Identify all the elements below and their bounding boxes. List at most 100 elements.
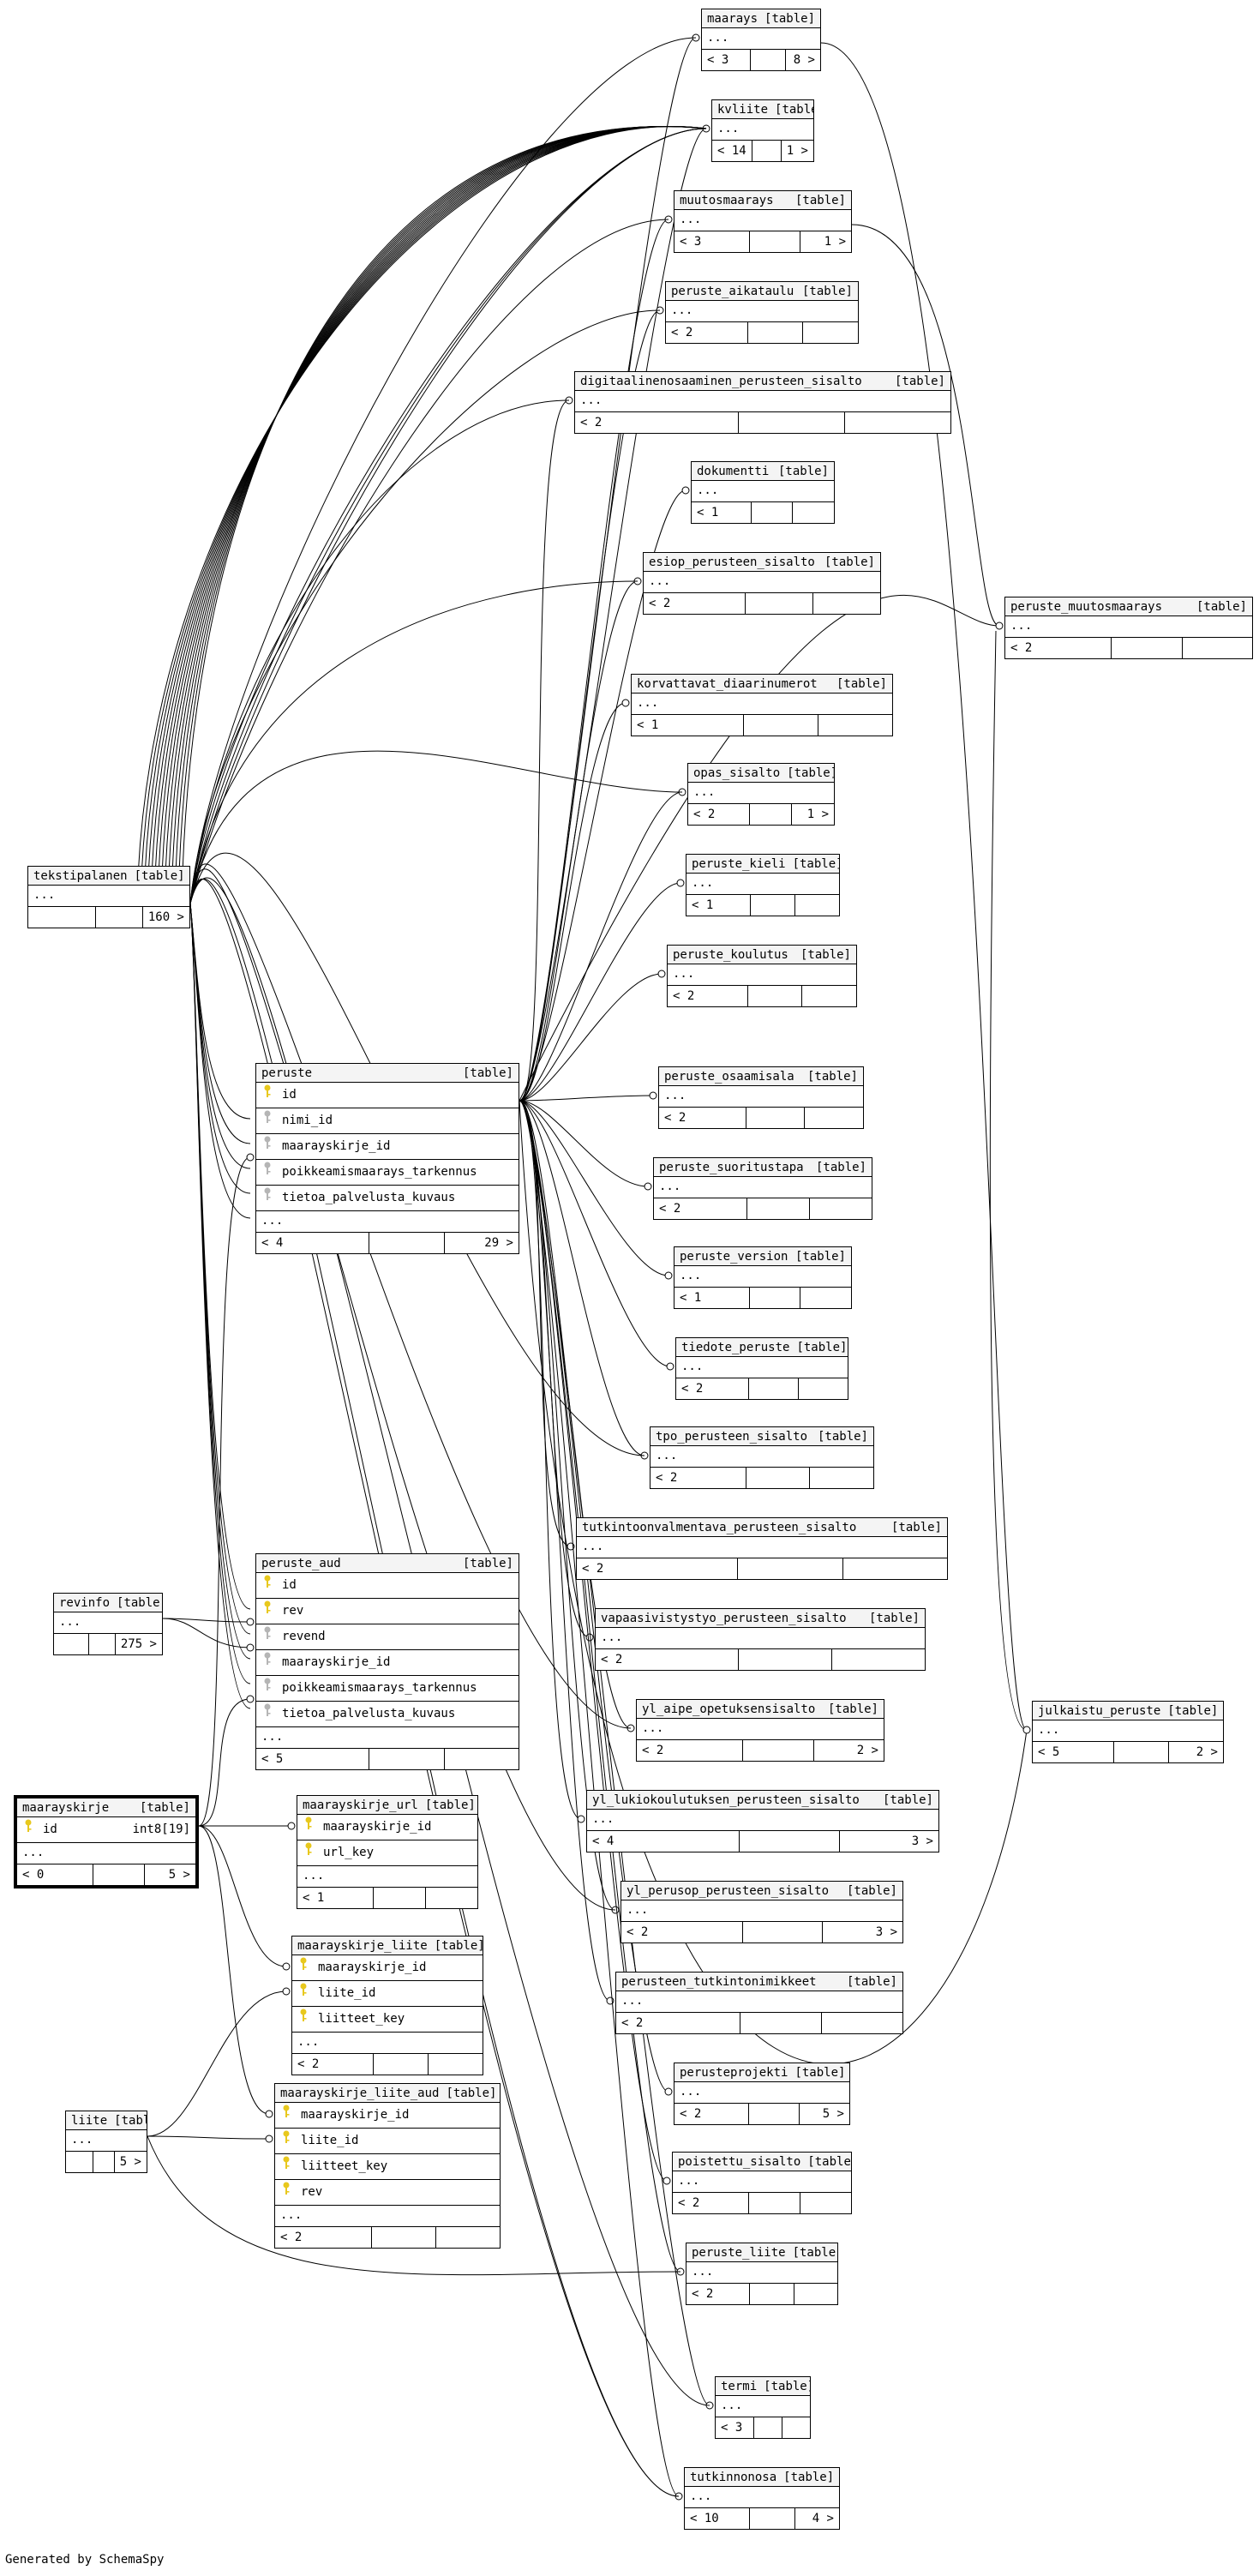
parents-count[interactable]: < 2: [275, 2227, 372, 2248]
table-peruste-kieli[interactable]: peruste_kieli[table]...< 1: [686, 854, 840, 916]
children-count[interactable]: 275 >: [120, 1637, 157, 1651]
children-count[interactable]: 5 >: [168, 1868, 190, 1882]
parents-count[interactable]: < 2: [688, 804, 750, 825]
column-row[interactable]: liitteet_key: [275, 2154, 500, 2180]
table-poistettu-sisalto[interactable]: poistettu_sisalto[table]...< 2: [672, 2152, 852, 2214]
children-count[interactable]: [794, 2284, 837, 2304]
table-peruste-version[interactable]: peruste_version[table]...< 1: [674, 1246, 852, 1309]
children-count[interactable]: [810, 1198, 872, 1219]
parents-count[interactable]: < 1: [686, 895, 752, 916]
parents-count[interactable]: [66, 2152, 93, 2172]
table-peruste-koulutus[interactable]: peruste_koulutus[table]...< 2: [667, 945, 857, 1007]
parents-count[interactable]: < 3: [702, 50, 752, 70]
table-peruste-aikataulu[interactable]: peruste_aikataulu[table]...< 2: [665, 281, 859, 344]
table-korvattavat[interactable]: korvattavat_diaarinumerot[table]...< 1: [631, 674, 893, 736]
table-tekstipalanen[interactable]: tekstipalanen[table]...160 >: [27, 866, 190, 928]
children-count[interactable]: [800, 2193, 851, 2213]
column-row[interactable]: tietoa_palvelusta_kuvaus: [256, 1186, 519, 1211]
column-row[interactable]: liitteet_key: [292, 2007, 483, 2033]
column-row[interactable]: id: [256, 1573, 519, 1599]
parents-count[interactable]: < 4: [587, 1831, 740, 1852]
parents-count[interactable]: < 2: [668, 986, 748, 1006]
column-row[interactable]: maarayskirje_id: [256, 1650, 519, 1676]
children-count[interactable]: [426, 1888, 477, 1908]
children-count[interactable]: [813, 593, 880, 614]
children-count[interactable]: [843, 1558, 947, 1579]
parents-count[interactable]: < 2: [621, 1922, 743, 1943]
children-count[interactable]: 5 >: [822, 2107, 844, 2121]
parents-count[interactable]: < 3: [674, 231, 750, 252]
children-count[interactable]: 29 >: [484, 1236, 513, 1250]
parents-count[interactable]: < 1: [297, 1888, 375, 1908]
children-count[interactable]: 2 >: [856, 1744, 878, 1757]
parents-count[interactable]: < 0: [17, 1864, 93, 1885]
children-count[interactable]: [429, 2054, 483, 2075]
parents-count[interactable]: < 2: [674, 2104, 749, 2124]
table-tpo[interactable]: tpo_perusteen_sisalto[table]...< 2: [650, 1426, 874, 1489]
children-count[interactable]: [445, 1749, 519, 1769]
table-maarayskirje-liite-aud[interactable]: maarayskirje_liite_aud[table]maarayskirj…: [274, 2083, 501, 2249]
column-row[interactable]: maarayskirje_id: [275, 2103, 500, 2129]
parents-count[interactable]: < 2: [666, 322, 748, 343]
children-count[interactable]: 1 >: [786, 144, 808, 158]
table-yl-perusop[interactable]: yl_perusop_perusteen_sisalto[table]...< …: [621, 1881, 903, 1943]
parents-count[interactable]: < 10: [685, 2508, 751, 2529]
parents-count[interactable]: < 1: [692, 502, 752, 523]
table-termi[interactable]: termi[table]...< 3: [715, 2376, 811, 2439]
column-row[interactable]: liite_id: [275, 2129, 500, 2154]
children-count[interactable]: 5 >: [119, 2155, 141, 2169]
children-count[interactable]: [436, 2227, 500, 2248]
table-dokumentti[interactable]: dokumentti[table]...< 1: [691, 461, 835, 524]
column-row[interactable]: url_key: [297, 1840, 477, 1866]
parents-count[interactable]: < 2: [1005, 638, 1112, 658]
children-count[interactable]: 2 >: [1196, 1745, 1218, 1759]
children-count[interactable]: 3 >: [875, 1925, 898, 1939]
children-count[interactable]: [822, 2013, 902, 2033]
table-yl-lukio[interactable]: yl_lukiokoulutuksen_perusteen_sisalto[ta…: [586, 1790, 939, 1852]
children-count[interactable]: 1 >: [806, 808, 830, 821]
parents-count[interactable]: < 2: [650, 1468, 746, 1488]
parents-count[interactable]: < 5: [256, 1749, 370, 1769]
table-vapaasivistystyo[interactable]: vapaasivistystyo_perusteen_sisalto[table…: [595, 1608, 926, 1671]
children-count[interactable]: [802, 986, 856, 1006]
parents-count[interactable]: < 2: [676, 1378, 749, 1399]
children-count[interactable]: [800, 1288, 851, 1308]
children-count[interactable]: [782, 2417, 810, 2438]
parents-count[interactable]: < 2: [596, 1649, 739, 1670]
table-peruste-liite[interactable]: peruste_liite[table]...< 2: [686, 2243, 838, 2305]
column-row[interactable]: maarayskirje_id: [297, 1815, 477, 1840]
table-kvliite[interactable]: kvliite[table]...< 141 >: [711, 99, 814, 162]
table-peruste-muutosmaarays[interactable]: peruste_muutosmaarays[table]...< 2: [1004, 597, 1253, 659]
children-count[interactable]: [818, 715, 892, 736]
children-count[interactable]: 3 >: [911, 1834, 933, 1848]
parents-count[interactable]: [54, 1634, 90, 1654]
column-row[interactable]: poikkeamismaarays_tarkennus: [256, 1160, 519, 1186]
children-count[interactable]: [845, 412, 950, 433]
parents-count[interactable]: < 2: [686, 2284, 751, 2304]
table-tiedote-peruste[interactable]: tiedote_peruste[table]...< 2: [675, 1337, 848, 1400]
column-row[interactable]: tietoa_palvelusta_kuvaus: [256, 1702, 519, 1727]
column-row[interactable]: maarayskirje_id: [256, 1134, 519, 1160]
parents-count[interactable]: < 2: [637, 1740, 744, 1761]
parents-count[interactable]: < 1: [674, 1288, 750, 1308]
parents-count[interactable]: < 2: [577, 1558, 739, 1579]
parents-count[interactable]: < 14: [712, 141, 752, 161]
parents-count[interactable]: [28, 907, 97, 928]
children-count[interactable]: [803, 322, 858, 343]
parents-count[interactable]: < 2: [292, 2054, 374, 2075]
children-count[interactable]: [799, 1378, 848, 1399]
column-row[interactable]: poikkeamismaarays_tarkennus: [256, 1676, 519, 1702]
table-digitaalinen[interactable]: digitaalinenosaaminen_perusteen_sisalto[…: [574, 371, 951, 434]
children-count[interactable]: [805, 1108, 863, 1128]
children-count[interactable]: [810, 1468, 873, 1488]
table-liite[interactable]: liite[table]...5 >: [65, 2111, 147, 2173]
column-row[interactable]: nimi_id: [256, 1108, 519, 1134]
